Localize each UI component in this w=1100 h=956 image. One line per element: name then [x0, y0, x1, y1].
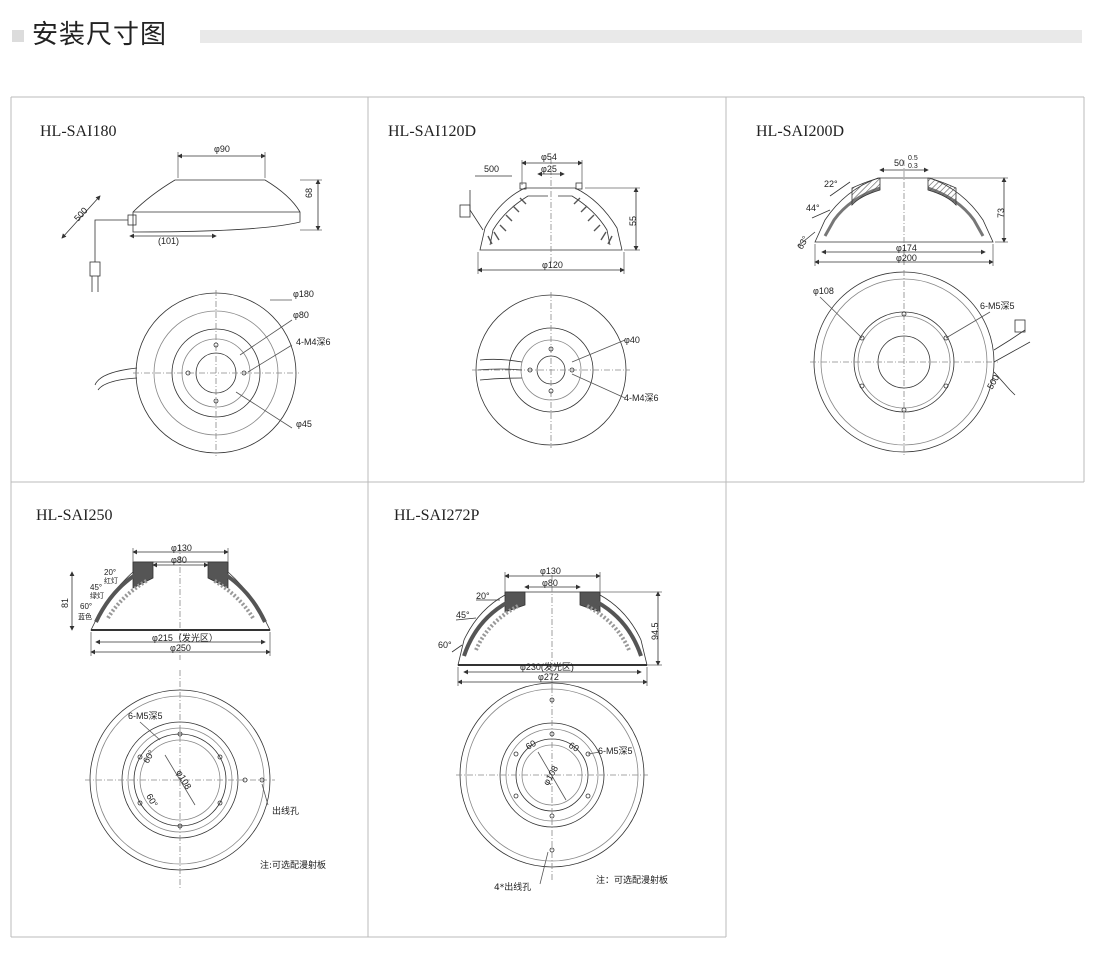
dim-label: 60 — [524, 738, 538, 752]
side-view — [797, 160, 1008, 266]
dim-label: φ25 — [541, 164, 557, 174]
model-name: HL-SAI200D — [756, 123, 844, 140]
panel-hl-sai272p: HL-SAI272P φ130 φ80 — [394, 507, 668, 893]
side-view — [69, 545, 271, 660]
dim-label: 4-M4深6 — [296, 337, 331, 347]
side-view — [459, 158, 640, 274]
dim-label: 50 — [894, 158, 904, 168]
dim-label: φ174 — [896, 243, 917, 253]
dim-label: φ80 — [542, 578, 558, 588]
dim-label: φ250 — [170, 643, 191, 653]
led-label: 蓝色 — [78, 612, 92, 621]
dim-label: 20° — [476, 591, 490, 601]
model-name: HL-SAI272P — [394, 507, 479, 524]
dim-label: φ130 — [171, 543, 192, 553]
dim-label: 22° — [824, 179, 838, 189]
dim-label: φ108 — [174, 768, 193, 791]
dim-label: φ272 — [538, 672, 559, 682]
panel-hl-sai200d: HL-SAI200D 50 0.5 0.3 22° 44° 63° 73 φ17… — [756, 123, 1031, 455]
plan-view — [472, 292, 630, 448]
plan-view — [94, 290, 299, 456]
plan-view — [85, 670, 275, 890]
dim-label: 45° — [90, 583, 102, 592]
dim-label: 81 — [60, 598, 70, 608]
model-name: HL-SAI180 — [40, 123, 116, 140]
cable-hole-label: 出线孔 — [272, 805, 299, 817]
dim-label: φ90 — [214, 144, 230, 154]
dim-label: φ80 — [293, 310, 309, 320]
led-label: 红灯 — [104, 576, 118, 585]
dim-label: 68 — [304, 188, 314, 198]
dim-label: φ108 — [541, 764, 560, 787]
dim-label: φ215（发光区） — [152, 632, 218, 643]
dim-label: 45° — [456, 610, 470, 620]
led-label: 绿灯 — [90, 591, 104, 600]
model-name: HL-SAI250 — [36, 507, 112, 524]
dim-label: φ108 — [813, 286, 834, 296]
dim-label: 500 — [484, 164, 499, 174]
dim-label: 73 — [996, 208, 1006, 218]
dim-label: φ54 — [541, 152, 557, 162]
dim-label: φ45 — [296, 419, 312, 429]
dim-label: 44° — [806, 203, 820, 213]
header-bullet — [12, 30, 24, 42]
plan-view — [810, 270, 1031, 455]
dim-label: φ40 — [624, 335, 640, 345]
dim-label: 500 — [72, 205, 89, 223]
side-view — [451, 572, 662, 690]
plan-view — [456, 676, 648, 885]
dim-label: 60° — [80, 602, 92, 611]
model-name: HL-SAI120D — [388, 123, 476, 140]
note-text: 注：可选配漫射板 — [596, 874, 668, 886]
dim-label: 60° — [144, 792, 160, 809]
dim-label: 20° — [104, 568, 116, 577]
dim-label: 55 — [628, 216, 638, 226]
dim-label: φ200 — [896, 253, 917, 263]
page-title: 安装尺寸图 — [32, 20, 168, 50]
panel-hl-sai180: HL-SAI180 φ90 68 500 (101) — [40, 123, 331, 456]
dim-label: 6-M5深5 — [128, 711, 163, 721]
dim-label: 63° — [795, 234, 811, 251]
dim-label: 0.5 — [908, 155, 918, 162]
dim-label: 60° — [438, 640, 452, 650]
dim-label: φ80 — [171, 555, 187, 565]
dim-label: 6-M5深5 — [598, 746, 633, 756]
dim-label: 94.5 — [650, 622, 660, 640]
dim-label: φ230(发光区) — [520, 661, 574, 672]
panel-grid — [10, 96, 1085, 938]
dim-label: 4-M4深6 — [624, 393, 659, 403]
dim-label: 500 — [985, 373, 1001, 391]
dim-label: φ180 — [293, 289, 314, 299]
cable-hole-label: 4*出线孔 — [494, 881, 531, 893]
dim-label: φ120 — [542, 260, 563, 270]
dim-label: 0.3 — [908, 163, 918, 170]
panel-hl-sai120d: HL-SAI120D φ54 — [388, 123, 659, 448]
dim-label: 60 — [567, 740, 581, 754]
header-divider-bar — [200, 30, 1082, 43]
dim-label: 6-M5深5 — [980, 301, 1015, 311]
panel-hl-sai250: HL-SAI250 φ130 φ80 20° 红灯 45° 绿灯 60° — [36, 507, 326, 890]
side-view — [61, 152, 322, 292]
dim-label: φ130 — [540, 566, 561, 576]
dim-label: 60° — [141, 748, 157, 765]
dim-label: (101) — [158, 236, 179, 246]
note-text: 注:可选配漫射板 — [260, 859, 326, 871]
